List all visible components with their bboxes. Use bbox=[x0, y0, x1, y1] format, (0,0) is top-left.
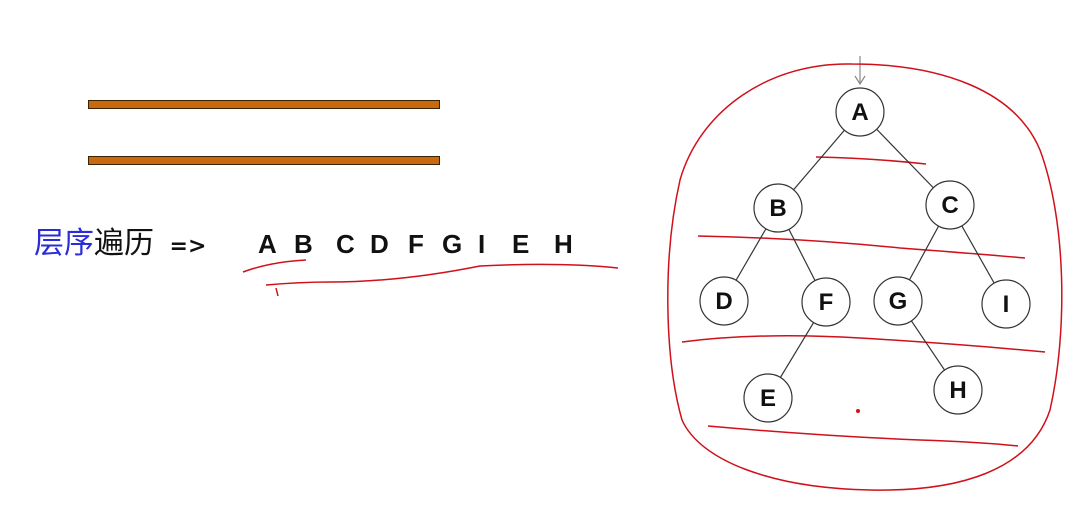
tree-node-circle bbox=[753, 183, 803, 233]
tree-node-g: G bbox=[873, 276, 923, 326]
sequence-item: F bbox=[408, 229, 424, 259]
ink-level-line-1 bbox=[815, 156, 927, 165]
sequence-item: I bbox=[478, 229, 486, 259]
tree-node-a: A bbox=[835, 87, 885, 137]
ink-dot bbox=[856, 409, 860, 413]
tree-node-circle bbox=[933, 365, 983, 415]
sequence-item: E bbox=[512, 229, 530, 259]
ink-level-line-3 bbox=[681, 335, 1046, 353]
tree-node-label: D bbox=[715, 288, 732, 315]
queue-top-bar bbox=[88, 100, 440, 109]
tree-node-i: I bbox=[981, 279, 1031, 329]
tree-node-circle bbox=[925, 180, 975, 230]
queue-bottom-bar bbox=[88, 156, 440, 165]
sequence-item: B bbox=[294, 229, 313, 259]
caption-arrow: => bbox=[169, 234, 207, 259]
caption-prefix: 层序 bbox=[34, 226, 94, 261]
tree-edge-g-h bbox=[910, 320, 946, 371]
caption-suffix: 遍历 bbox=[94, 226, 154, 261]
sequence-item: G bbox=[442, 229, 463, 259]
ink-level-line-4 bbox=[707, 425, 1019, 447]
sequence-item: A bbox=[258, 229, 277, 259]
tree-edges bbox=[735, 128, 995, 378]
tree-edge-b-f bbox=[788, 229, 816, 281]
tree-node-circle bbox=[873, 276, 923, 326]
tree-node-circle bbox=[835, 87, 885, 137]
tree-edge-a-b bbox=[793, 129, 845, 191]
tree-edge-c-g bbox=[908, 225, 940, 281]
ink-enclosure bbox=[667, 63, 1063, 491]
tree-node-label: B bbox=[769, 195, 786, 222]
sequence-item: H bbox=[554, 229, 573, 259]
tree-edge-f-e bbox=[779, 322, 815, 378]
tree-node-circle bbox=[801, 277, 851, 327]
traversal-caption: 层序遍历 => bbox=[34, 224, 206, 267]
tree-node-b: B bbox=[753, 183, 803, 233]
tree-node-label: E bbox=[760, 385, 776, 412]
tree-node-e: E bbox=[743, 373, 793, 423]
tree-edge-c-i bbox=[961, 225, 995, 284]
tree-edge-b-d bbox=[735, 228, 767, 281]
tree-node-label: C bbox=[941, 192, 958, 219]
tree-edge-a-c bbox=[876, 128, 934, 189]
tree-node-circle bbox=[981, 279, 1031, 329]
tree-nodes: A B C D F G I E H bbox=[699, 87, 1031, 423]
tree-node-h: H bbox=[933, 365, 983, 415]
sequence-item: D bbox=[370, 229, 389, 259]
tree-node-f: F bbox=[801, 277, 851, 327]
pointer-icon bbox=[854, 56, 866, 86]
ink-underline-long bbox=[265, 263, 619, 286]
ink-underline-short bbox=[242, 259, 307, 273]
ink-level-line-2 bbox=[697, 235, 1026, 259]
tree-node-label: A bbox=[851, 99, 868, 126]
ink-tick bbox=[275, 287, 279, 297]
tree-node-label: H bbox=[949, 377, 966, 404]
sequence-item: C bbox=[336, 229, 355, 259]
tree-node-label: F bbox=[819, 289, 834, 316]
tree-node-d: D bbox=[699, 276, 749, 326]
tree-node-circle bbox=[743, 373, 793, 423]
tree-node-label: G bbox=[889, 288, 908, 315]
tree-node-circle bbox=[699, 276, 749, 326]
tree-node-label: I bbox=[1003, 291, 1010, 318]
tree-node-c: C bbox=[925, 180, 975, 230]
